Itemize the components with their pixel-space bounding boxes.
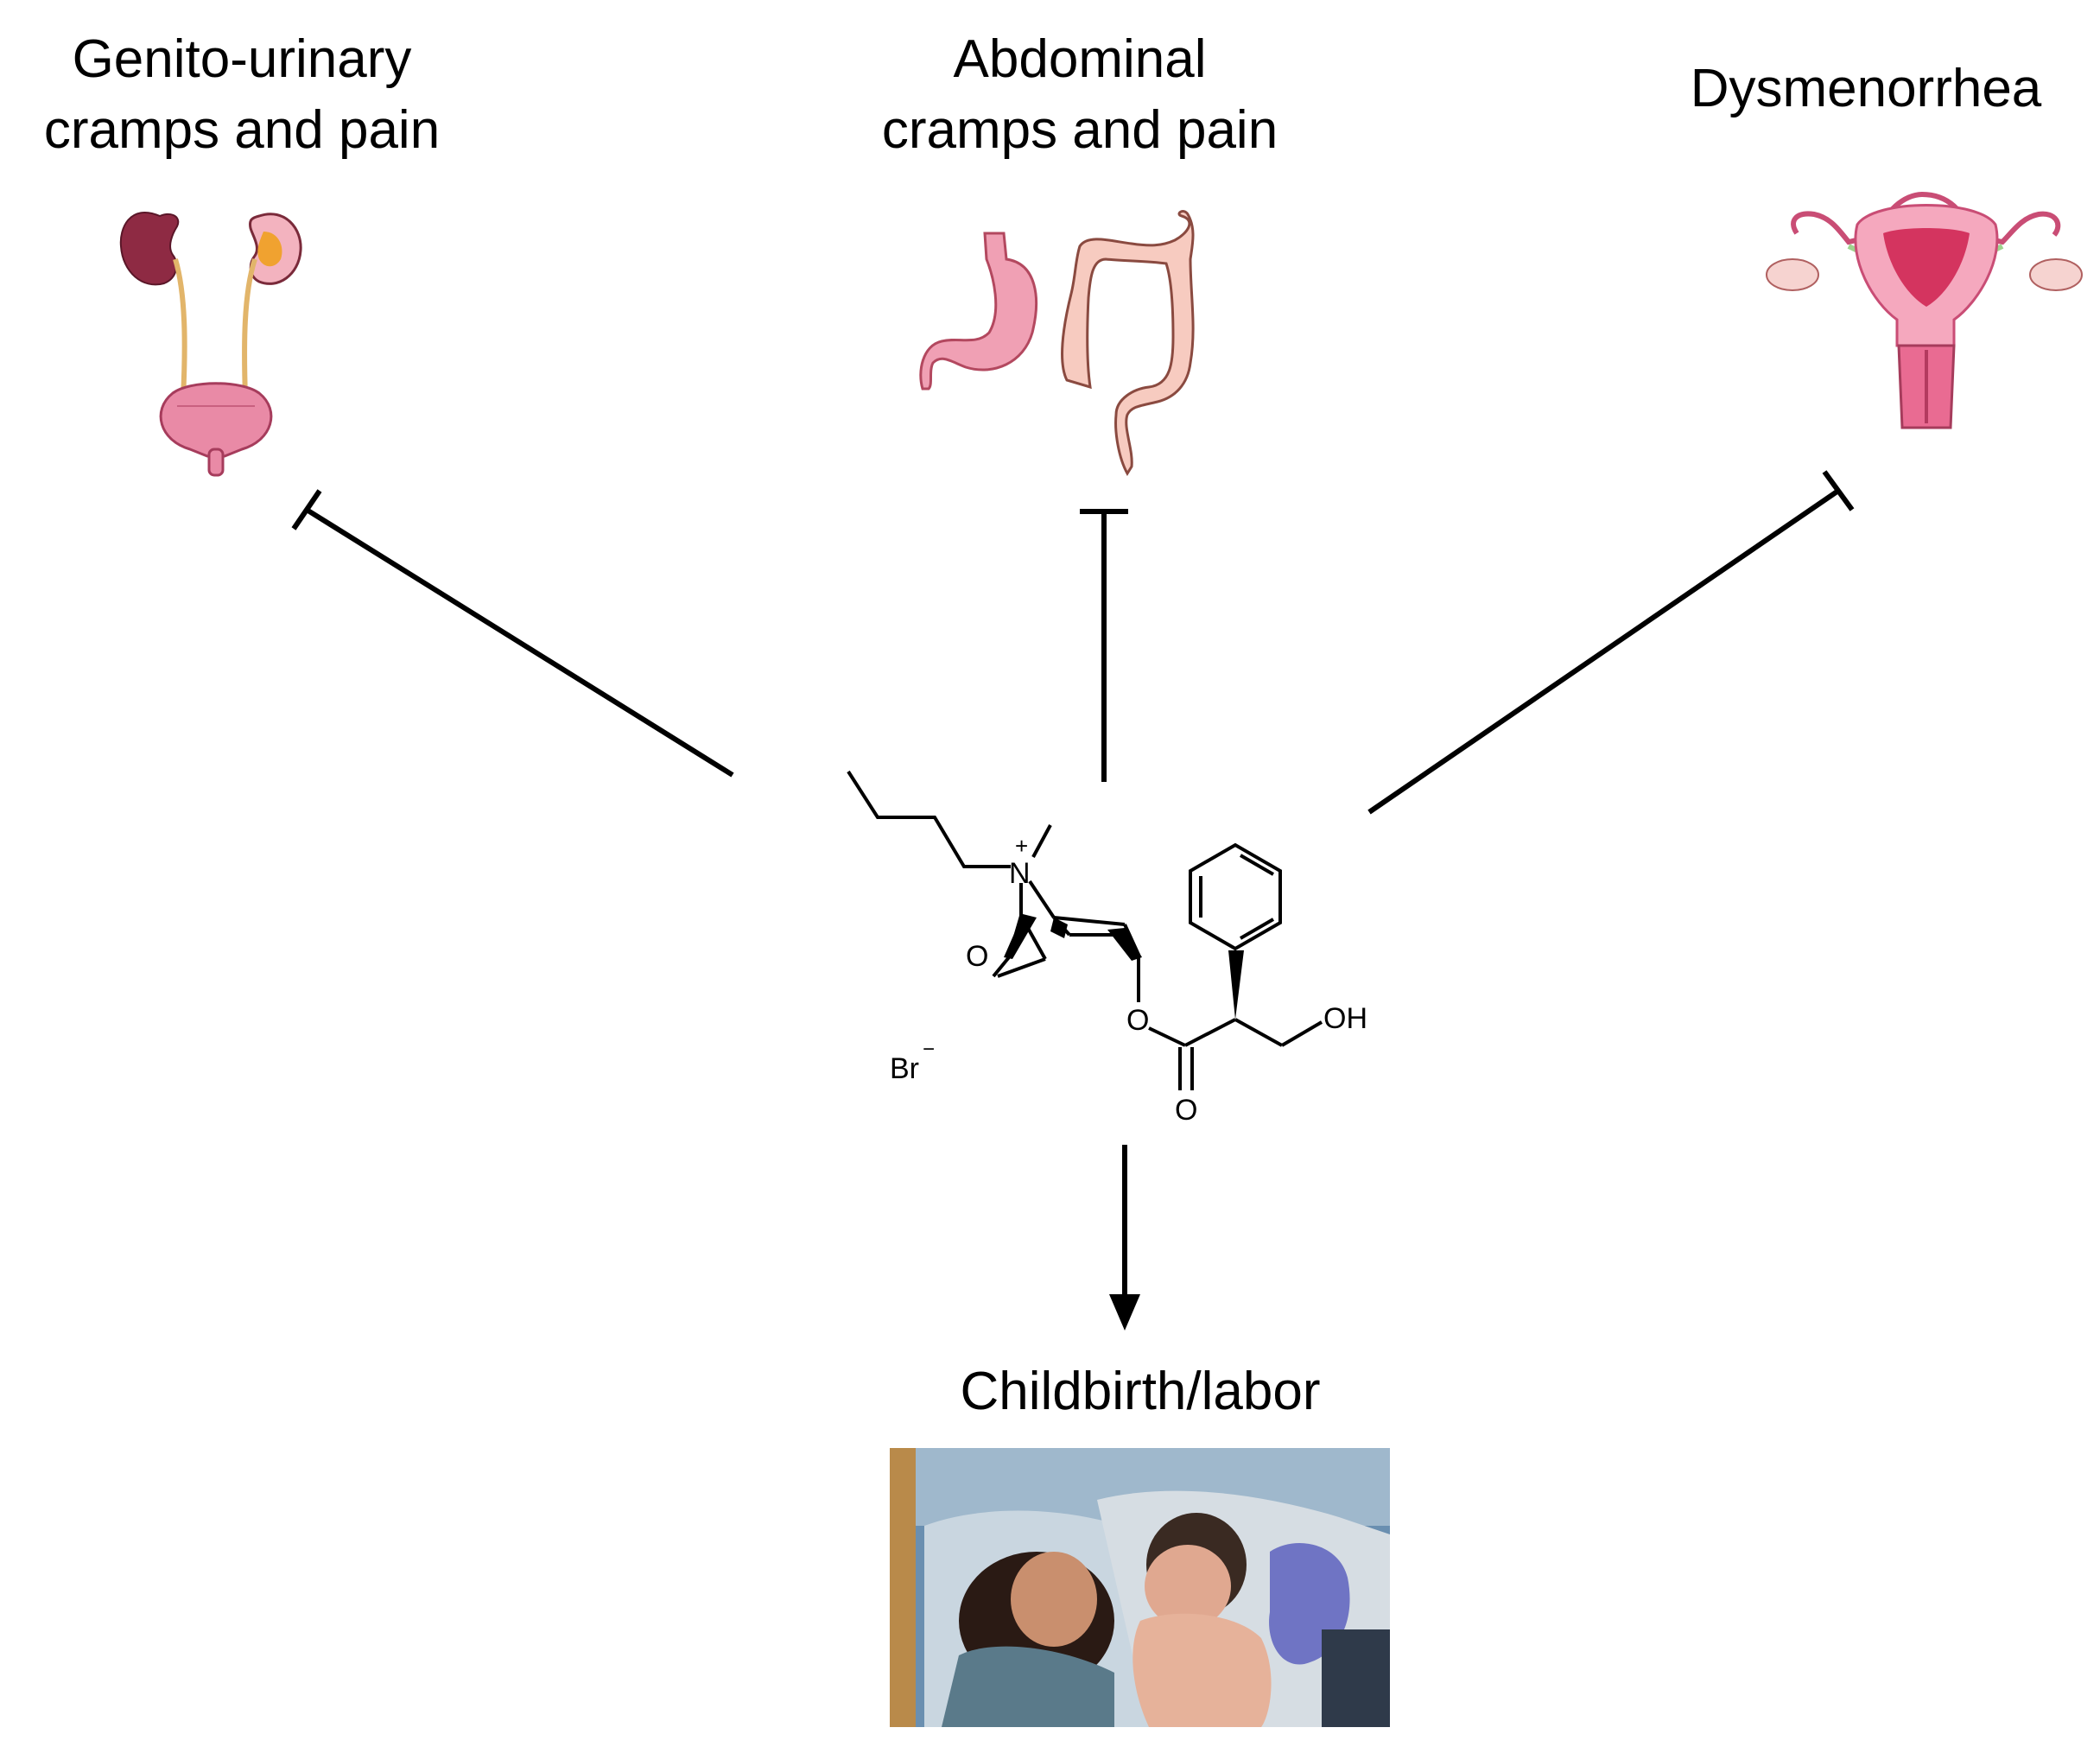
molecule-carbonyl-o: O	[1175, 1094, 1197, 1127]
genito-urinary-line2: cramps and pain	[43, 100, 441, 160]
abdominal-line2: cramps and pain	[881, 100, 1278, 160]
childbirth-text: Childbirth/labor	[960, 1362, 1321, 1421]
urinary-system-icon	[119, 211, 302, 477]
stomach-icon	[919, 232, 1038, 391]
molecule-counter-ion: Br	[890, 1052, 919, 1085]
molecule-ester-o: O	[1126, 1004, 1149, 1037]
childbirth-label: Childbirth/labor	[890, 1356, 1391, 1427]
molecule-hydroxyl: OH	[1323, 1002, 1367, 1035]
colon-icon	[1061, 210, 1195, 476]
dysmenorrhea-label: Dysmenorrhea	[1641, 54, 2090, 124]
molecule-structure	[847, 770, 1323, 1090]
uterus-icon	[1766, 191, 2083, 429]
molecule-epoxide-o: O	[966, 940, 988, 973]
molecule-n-atom: N	[1009, 857, 1031, 890]
molecule-n-charge: +	[1015, 833, 1028, 859]
childbirth-photo	[890, 1448, 1390, 1727]
inhibition-line-right	[1367, 470, 1855, 815]
inhibition-line-left	[291, 489, 734, 778]
molecule-counter-charge: −	[923, 1038, 935, 1061]
genito-urinary-label: Genito-urinary cramps and pain	[0, 24, 484, 166]
childbirth-photo-illustration	[890, 1448, 1390, 1727]
abdominal-line1: Abdominal	[953, 29, 1207, 89]
abdominal-label: Abdominal cramps and pain	[838, 24, 1322, 166]
dysmenorrhea-text: Dysmenorrhea	[1690, 59, 2042, 118]
genito-urinary-line1: Genito-urinary	[72, 29, 412, 89]
activation-arrow-down	[1109, 1145, 1140, 1331]
inhibition-line-middle	[1080, 509, 1128, 782]
